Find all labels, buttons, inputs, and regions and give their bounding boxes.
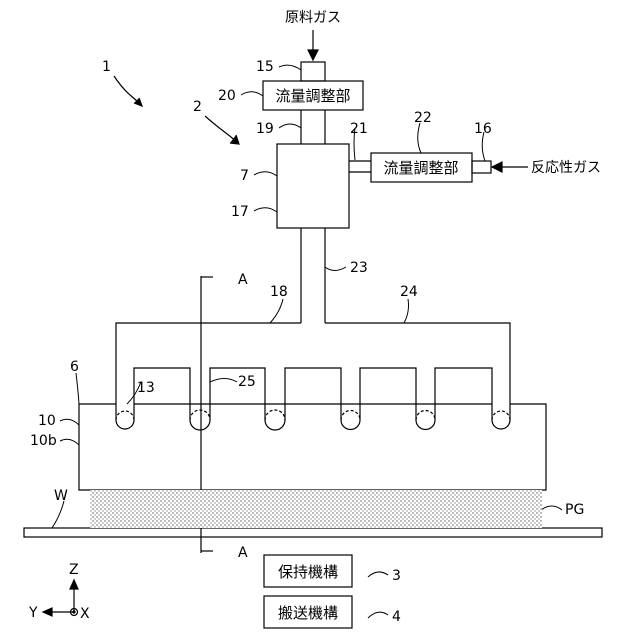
ref-25: 25 [238,374,256,390]
reactive-gas-label: 反応性ガス [531,160,601,176]
film-pg [90,490,542,528]
ref-6: 6 [70,359,79,375]
ref-17: 17 [231,204,249,220]
section-label-top: A [238,272,248,288]
nozzle-1 [116,404,134,429]
ref-19: 19 [256,121,274,137]
nozzle-dashed-arcs [116,410,510,420]
source-gas-label: 原料ガス [285,10,341,26]
manifold-outer-right [325,323,510,404]
section-label-bottom: A [238,545,248,561]
ref-23: 23 [350,260,368,276]
leader-lines [52,65,562,618]
substrate-w [24,528,602,537]
reactive-gas-arrow [492,162,528,172]
ref-3: 3 [392,568,401,584]
ref-pg: PG [565,502,584,518]
ref-20: 20 [218,88,236,104]
ref-7: 7 [240,168,249,184]
ref-arrow-2 [205,116,239,144]
ref-18: 18 [270,284,288,300]
flow-controller-top-label: 流量調整部 [275,87,350,105]
nozzle-2 [190,404,210,430]
ref-10b: 10b [30,433,57,449]
ref-arrow-1 [114,76,142,106]
nozzle-5 [416,404,435,430]
inlet-pipe-15 [301,62,325,81]
ref-22: 22 [414,110,432,126]
axis-x-label: X [80,606,90,622]
transport-mechanism-label: 搬送機構 [278,604,338,622]
axis-y-label: Y [28,605,38,621]
inlet-pipe-16 [472,161,491,173]
ref-24: 24 [400,284,418,300]
ref-w: W [54,488,68,504]
nozzle-3 [265,404,285,430]
ref-4: 4 [392,609,401,625]
holding-mechanism-label: 保持機構 [278,563,338,581]
nozzles [116,404,510,430]
axis-indicator [43,580,78,616]
ref-10: 10 [38,413,56,429]
manifold-inner [134,368,492,404]
nozzle-6 [492,404,510,429]
ref-13: 13 [137,380,155,396]
ref-16: 16 [474,121,492,137]
head-block [79,404,546,490]
source-gas-arrow [308,30,318,60]
flow-controller-right-label: 流量調整部 [383,159,458,177]
mixer-box [277,144,349,228]
ref-15: 15 [256,59,274,75]
ref-1: 1 [102,59,111,75]
nozzle-4 [341,404,360,430]
ref-2: 2 [193,99,202,115]
axis-z-label: Z [69,562,79,578]
ref-21: 21 [350,121,368,137]
